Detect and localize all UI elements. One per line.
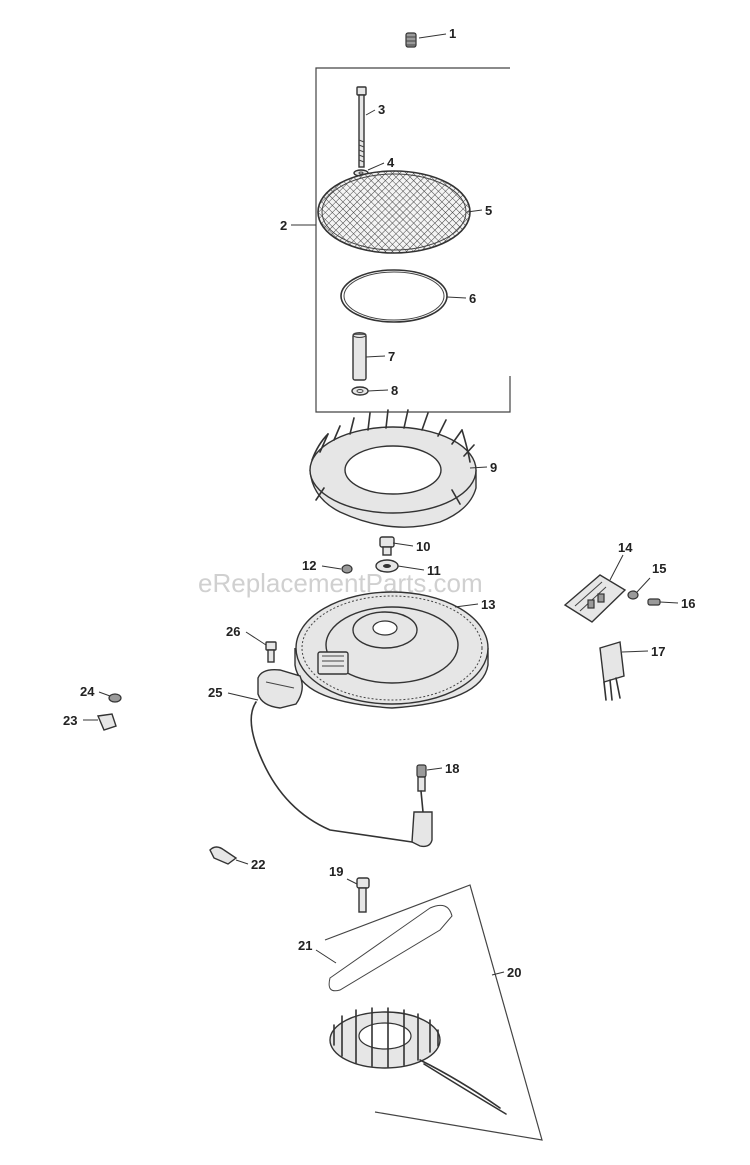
callout-8: 8 <box>391 383 398 398</box>
part-10-bolt <box>379 536 395 556</box>
leader-lines <box>83 33 679 976</box>
callout-6: 6 <box>469 291 476 306</box>
part-13-flywheel <box>294 591 489 709</box>
part-18-terminal <box>411 764 433 848</box>
callout-25: 25 <box>208 685 222 700</box>
callout-11: 11 <box>427 563 441 578</box>
callout-5: 5 <box>485 203 492 218</box>
part-12-key <box>341 564 353 574</box>
part-15-screw <box>627 590 639 600</box>
part-5-screen <box>317 170 471 254</box>
callout-9: 9 <box>490 460 497 475</box>
callout-3: 3 <box>378 102 385 117</box>
callout-19: 19 <box>329 864 343 879</box>
part-7-spacer <box>352 332 367 381</box>
part-21-bracket <box>328 904 453 992</box>
part-16-screw <box>647 598 661 606</box>
callout-13: 13 <box>481 597 495 612</box>
callout-12: 12 <box>302 558 316 573</box>
callout-26: 26 <box>226 624 240 639</box>
part-6-ring <box>340 269 448 323</box>
stator-kit-outline <box>324 884 543 1141</box>
callout-2: 2 <box>280 218 287 233</box>
callout-16: 16 <box>681 596 695 611</box>
part-20-stator <box>329 1007 507 1115</box>
part-19-bolt <box>356 877 370 913</box>
callout-4: 4 <box>387 155 395 170</box>
part-23-clip <box>96 713 117 731</box>
watermark-text: eReplacementParts.com <box>198 568 483 598</box>
callout-20: 20 <box>507 965 521 980</box>
callout-22: 22 <box>251 857 265 872</box>
callout-15: 15 <box>652 561 666 576</box>
part-26-bolt <box>265 641 277 663</box>
callout-labels: 1 2 3 4 5 6 7 8 9 10 11 12 13 14 15 16 1… <box>63 26 695 980</box>
part-25-ignition-module <box>250 668 413 843</box>
part-3-screw <box>356 86 367 168</box>
part-22-clamp <box>209 846 238 865</box>
kit-bracket <box>315 67 511 413</box>
part-14-rectifier <box>563 574 627 623</box>
callout-7: 7 <box>388 349 395 364</box>
callout-23: 23 <box>63 713 77 728</box>
callout-18: 18 <box>445 761 459 776</box>
part-17-regulator <box>599 641 625 701</box>
callout-14: 14 <box>618 540 633 555</box>
callout-17: 17 <box>651 644 665 659</box>
callout-21: 21 <box>298 938 312 953</box>
part-24-clip <box>108 693 122 703</box>
callout-1: 1 <box>449 26 456 41</box>
part-9-fan <box>309 409 477 528</box>
part-8-washer <box>351 386 369 396</box>
callout-10: 10 <box>416 539 430 554</box>
part-11-washer <box>375 559 399 573</box>
part-1-spring <box>405 32 417 48</box>
callout-24: 24 <box>80 684 95 699</box>
